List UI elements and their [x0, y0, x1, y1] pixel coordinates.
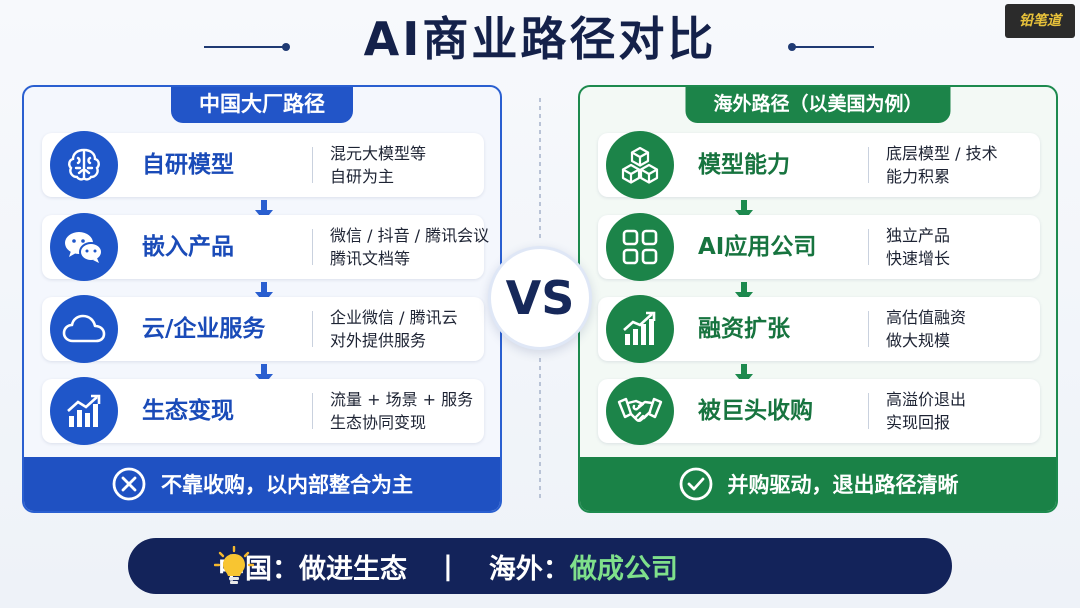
overseas-panel-header: 海外路径（以美国为例） [685, 87, 951, 123]
china-step-1-desc: 混元大模型等 自研为主 [330, 142, 490, 188]
cubes-icon [606, 131, 674, 199]
china-step-4: 生态变现 流量 + 场景 + 服务 生态协同变现 [42, 377, 484, 445]
row-divider [868, 147, 869, 183]
summary-china-value: 做进生态 [299, 553, 407, 585]
china-step-3-label: 云/企业服务 [142, 316, 266, 342]
china-step-1-label: 自研模型 [142, 152, 234, 178]
row-divider [868, 393, 869, 429]
desc-line: 生态协同变现 [330, 413, 427, 432]
vs-badge: VS [488, 246, 592, 350]
overseas-step-2-desc: 独立产品 快速增长 [886, 224, 1046, 270]
summary-separator: | [443, 550, 453, 582]
desc-line: 腾讯文档等 [330, 249, 411, 268]
overseas-step-1-label: 模型能力 [698, 152, 790, 178]
summary-overseas-value: 做成公司 [569, 553, 678, 585]
arrow-down-icon [255, 200, 273, 221]
arrow-down-icon [255, 282, 273, 303]
center-divider-bottom [539, 358, 541, 498]
arrow-down-icon [735, 200, 753, 221]
overseas-step-3: 融资扩张 高估值融资 做大规模 [598, 295, 1040, 363]
overseas-footer: 并购驱动，退出路径清晰 [580, 457, 1056, 511]
row-divider [868, 229, 869, 265]
title-decor-right [788, 43, 874, 51]
row-divider [868, 311, 869, 347]
desc-line: 混元大模型等 [330, 144, 427, 163]
overseas-step-4-label: 被巨头收购 [698, 398, 813, 424]
handshake-icon [606, 377, 674, 445]
arrow-down-icon [255, 364, 273, 385]
desc-line: 能力积累 [886, 167, 951, 186]
row-divider [312, 229, 313, 265]
cloud-icon [50, 295, 118, 363]
desc-line: 流量 + 场景 + 服务 [330, 390, 474, 409]
row-divider [312, 393, 313, 429]
china-step-2: 嵌入产品 微信 / 抖音 / 腾讯会议 腾讯文档等 [42, 213, 489, 281]
china-step-4-label: 生态变现 [142, 398, 234, 424]
china-step-3-desc: 企业微信 / 腾讯云 对外提供服务 [330, 306, 490, 352]
wechat-icon [50, 213, 118, 281]
check-circle-icon [679, 467, 712, 501]
desc-line: 高估值融资 [886, 308, 967, 327]
lightbulb-icon [214, 546, 254, 584]
desc-line: 高溢价退出 [886, 390, 967, 409]
arrow-down-icon [735, 282, 753, 303]
desc-line: 快速增长 [886, 249, 951, 268]
overseas-step-3-label: 融资扩张 [698, 316, 790, 342]
row-divider [312, 147, 313, 183]
desc-line: 对外提供服务 [330, 331, 427, 350]
china-footer: 不靠收购，以内部整合为主 [24, 457, 500, 511]
overseas-step-4: 被巨头收购 高溢价退出 实现回报 [598, 377, 1040, 445]
china-step-4-desc: 流量 + 场景 + 服务 生态协同变现 [330, 388, 490, 434]
china-step-2-desc: 微信 / 抖音 / 腾讯会议 腾讯文档等 [330, 224, 490, 270]
title-area: AI商业路径对比 [0, 8, 1080, 70]
page-title: AI商业路径对比 [363, 12, 717, 66]
china-panel-header: 中国大厂路径 [171, 87, 353, 123]
overseas-footer-text: 并购驱动，退出路径清晰 [727, 473, 959, 497]
desc-line: 底层模型 / 技术 [886, 144, 998, 163]
grid-apps-icon [606, 213, 674, 281]
overseas-step-2-label: AI应用公司 [698, 234, 817, 260]
row-divider [312, 311, 313, 347]
bar-growth-icon [606, 295, 674, 363]
desc-line: 实现回报 [886, 413, 951, 432]
overseas-step-2: AI应用公司 独立产品 快速增长 [598, 213, 1040, 281]
overseas-step-1-desc: 底层模型 / 技术 能力积累 [886, 142, 1046, 188]
summary-overseas-label: 海外： [488, 553, 570, 585]
brain-icon [50, 131, 118, 199]
desc-line: 企业微信 / 腾讯云 [330, 308, 458, 327]
desc-line: 做大规模 [886, 331, 951, 350]
center-divider-top [539, 98, 541, 238]
arrow-down-icon [735, 364, 753, 385]
summary-banner: 中国： 做进生态 | 海外： 做成公司 [128, 538, 952, 594]
overseas-step-1: 模型能力 底层模型 / 技术 能力积累 [598, 131, 1040, 199]
desc-line: 独立产品 [886, 226, 951, 245]
china-footer-text: 不靠收购，以内部整合为主 [161, 473, 413, 497]
brand-logo: 铅笔道 [1005, 4, 1075, 38]
overseas-step-4-desc: 高溢价退出 实现回报 [886, 388, 1046, 434]
china-step-2-label: 嵌入产品 [142, 234, 234, 260]
cross-circle-icon [112, 467, 146, 501]
overseas-step-3-desc: 高估值融资 做大规模 [886, 306, 1046, 352]
desc-line: 自研为主 [330, 167, 395, 186]
china-step-1: 自研模型 混元大模型等 自研为主 [42, 131, 484, 199]
title-decor-left [204, 43, 290, 51]
chart-growth-icon [50, 377, 118, 445]
china-path-panel: 中国大厂路径 自研模型 混元大模型等 自研为主 [22, 85, 502, 513]
desc-line: 微信 / 抖音 / 腾讯会议 [330, 226, 490, 245]
china-step-3: 云/企业服务 企业微信 / 腾讯云 对外提供服务 [42, 295, 484, 363]
overseas-path-panel: 海外路径（以美国为例） 模型能力 底层模型 / 技术 能力积累 AI应用公司 独… [578, 85, 1058, 513]
